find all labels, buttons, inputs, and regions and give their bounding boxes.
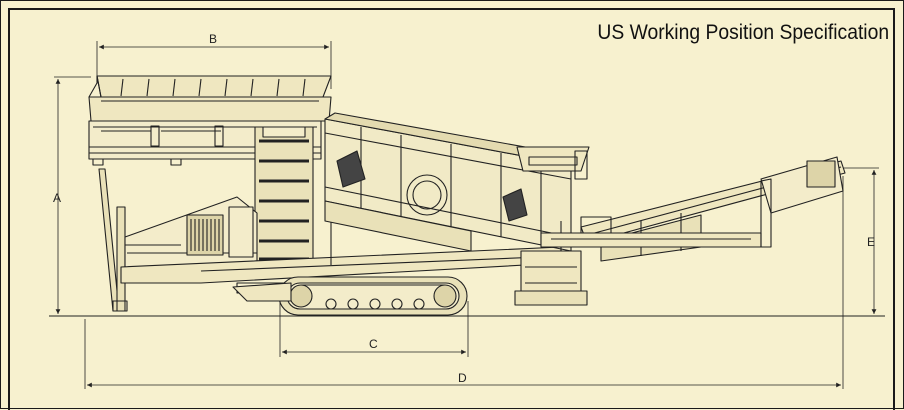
chassis-skid bbox=[232, 282, 292, 302]
screen-box bbox=[324, 112, 582, 265]
crawler-track bbox=[278, 276, 468, 316]
diagram-title: US Working Position Specification bbox=[597, 21, 889, 44]
inner-border bbox=[8, 8, 895, 410]
dimension-b-label: B bbox=[209, 32, 217, 46]
dimension-d bbox=[84, 176, 844, 389]
feeder-chute bbox=[254, 126, 314, 268]
dimension-c-label: C bbox=[369, 337, 378, 351]
dimension-b bbox=[96, 41, 332, 89]
dimension-a bbox=[54, 76, 91, 314]
dimension-c bbox=[279, 301, 469, 357]
tail-conveyor bbox=[514, 178, 772, 306]
dimension-e-label: E bbox=[867, 235, 875, 249]
discharge-hopper bbox=[516, 146, 590, 180]
dimension-d-label: D bbox=[458, 371, 467, 385]
power-unit bbox=[124, 196, 258, 270]
dimension-a-label: A bbox=[53, 191, 61, 205]
screening-plant bbox=[88, 75, 846, 316]
side-conveyor bbox=[580, 156, 846, 262]
dimension-e bbox=[841, 167, 879, 314]
support-leg bbox=[98, 168, 128, 312]
